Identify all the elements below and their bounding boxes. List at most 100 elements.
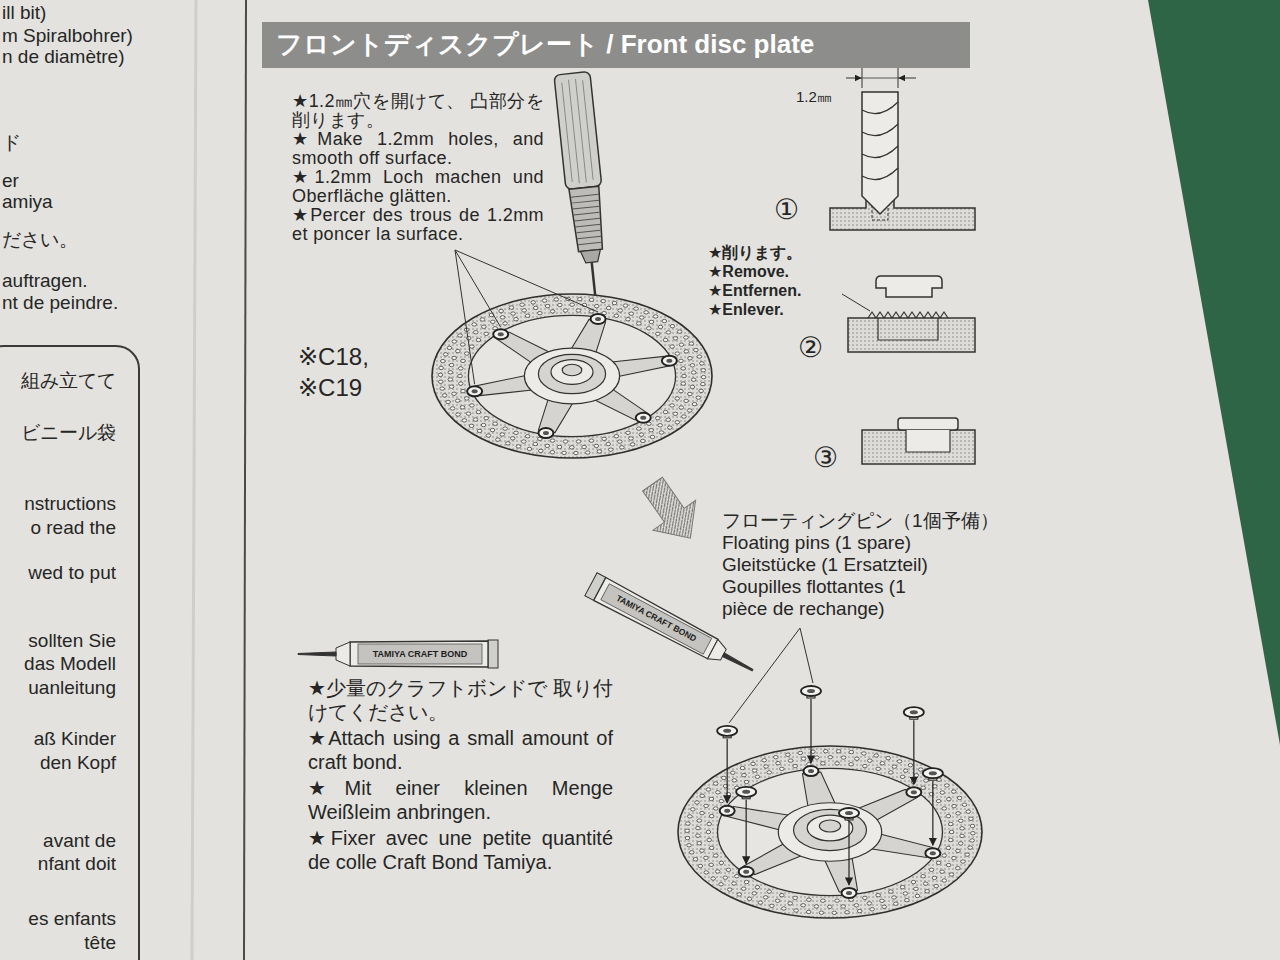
instruction-text: ★Make 1.2mm holes, and smooth off surfac… bbox=[292, 130, 544, 168]
vent-hole bbox=[439, 366, 444, 369]
part-number: ※C19 bbox=[298, 374, 362, 402]
vent-hole bbox=[679, 343, 684, 346]
vent-hole bbox=[533, 442, 538, 445]
vent-hole bbox=[691, 371, 696, 374]
insert-arrow bbox=[932, 781, 933, 845]
vent-hole bbox=[582, 445, 587, 448]
vent-hole bbox=[458, 374, 463, 377]
vent-hole bbox=[767, 771, 772, 774]
vent-hole bbox=[462, 419, 467, 422]
bobbin-hole bbox=[472, 389, 478, 393]
step3-section bbox=[898, 418, 958, 430]
vent-hole bbox=[525, 314, 530, 317]
vent-hole bbox=[458, 382, 463, 385]
notice-text: sollten Sie bbox=[28, 630, 116, 652]
vent-hole bbox=[476, 410, 481, 413]
vent-hole bbox=[667, 426, 672, 429]
vent-hole bbox=[499, 309, 504, 312]
vent-hole bbox=[687, 409, 692, 412]
vent-hole bbox=[602, 437, 607, 440]
vent-hole bbox=[441, 359, 446, 362]
hub bbox=[562, 364, 582, 375]
vent-hole bbox=[945, 784, 950, 787]
vent-hole bbox=[903, 769, 908, 772]
floating-pin bbox=[801, 686, 821, 696]
flow-arrow bbox=[631, 469, 711, 553]
vent-hole bbox=[589, 298, 594, 301]
vent-hole bbox=[620, 446, 625, 449]
vent-hole bbox=[874, 754, 879, 757]
vent-hole bbox=[755, 775, 760, 778]
vent-hole bbox=[723, 876, 728, 879]
rotor-inner-edge bbox=[718, 768, 943, 895]
vent-hole bbox=[700, 794, 705, 797]
vent-hole bbox=[682, 374, 687, 377]
leader-line bbox=[455, 250, 475, 384]
vent-hole bbox=[482, 325, 487, 328]
glue-tube bbox=[298, 640, 498, 668]
vent-hole bbox=[576, 309, 581, 312]
vent-hole bbox=[697, 819, 702, 822]
vent-hole bbox=[476, 338, 481, 341]
notice-text: nfant doit bbox=[38, 853, 116, 875]
vent-hole bbox=[585, 451, 590, 454]
hand-drill bbox=[571, 194, 604, 245]
vent-hole bbox=[658, 325, 663, 328]
vent-hole bbox=[965, 853, 970, 856]
vent-hole bbox=[438, 380, 443, 383]
vent-hole bbox=[460, 406, 465, 409]
vent-hole bbox=[956, 849, 961, 852]
vent-hole bbox=[925, 890, 930, 893]
vent-hole bbox=[845, 911, 850, 914]
vent-hole bbox=[594, 444, 599, 447]
vent-hole bbox=[438, 373, 443, 376]
vent-hole bbox=[918, 768, 923, 771]
vent-hole bbox=[942, 854, 947, 857]
vent-hole bbox=[527, 447, 532, 450]
vent-hole bbox=[692, 402, 697, 405]
vent-hole bbox=[452, 356, 457, 359]
vent-hole bbox=[520, 303, 525, 306]
vent-hole bbox=[658, 424, 663, 427]
vent-hole bbox=[440, 387, 445, 390]
vent-hole bbox=[946, 846, 951, 849]
bobbin bbox=[493, 329, 508, 339]
vent-hole bbox=[637, 427, 642, 430]
vent-hole bbox=[880, 899, 885, 902]
step2-section bbox=[842, 276, 975, 352]
vent-hole bbox=[606, 442, 611, 445]
vent-hole bbox=[511, 312, 516, 315]
notice-text: ビニール袋 bbox=[21, 422, 116, 444]
vent-hole bbox=[677, 330, 682, 333]
vent-hole bbox=[823, 749, 828, 752]
vent-hole bbox=[774, 755, 779, 758]
leader-line bbox=[729, 628, 800, 723]
vent-hole bbox=[449, 363, 454, 366]
vent-hole bbox=[814, 905, 819, 908]
vent-hole bbox=[955, 866, 960, 869]
vent-hole bbox=[545, 444, 550, 447]
instruction-text: ★Attach using a small amount of craft bo… bbox=[308, 726, 613, 774]
vent-hole bbox=[693, 858, 698, 861]
hand-drill bbox=[569, 186, 605, 252]
vent-hole bbox=[486, 434, 491, 437]
vent-hole bbox=[801, 904, 806, 907]
vent-hole bbox=[706, 788, 711, 791]
step2-section bbox=[848, 318, 975, 352]
vent-hole bbox=[713, 807, 718, 810]
vent-hole bbox=[786, 753, 791, 756]
vent-hole bbox=[639, 316, 644, 319]
carrier-arm bbox=[475, 376, 532, 396]
vent-hole bbox=[929, 868, 934, 871]
vent-hole bbox=[688, 357, 693, 360]
bobbin bbox=[803, 766, 818, 776]
vent-hole bbox=[752, 892, 757, 895]
tube-label: TAMIYA CRAFT BOND bbox=[614, 594, 698, 645]
cut-off-text: m Spiralbohrer) bbox=[2, 25, 133, 46]
vent-hole bbox=[880, 762, 885, 765]
notice-text: tête bbox=[84, 932, 116, 954]
vent-hole bbox=[741, 887, 746, 890]
vent-hole bbox=[732, 779, 737, 782]
bobbin-hole bbox=[666, 359, 672, 363]
vent-hole bbox=[921, 786, 926, 789]
